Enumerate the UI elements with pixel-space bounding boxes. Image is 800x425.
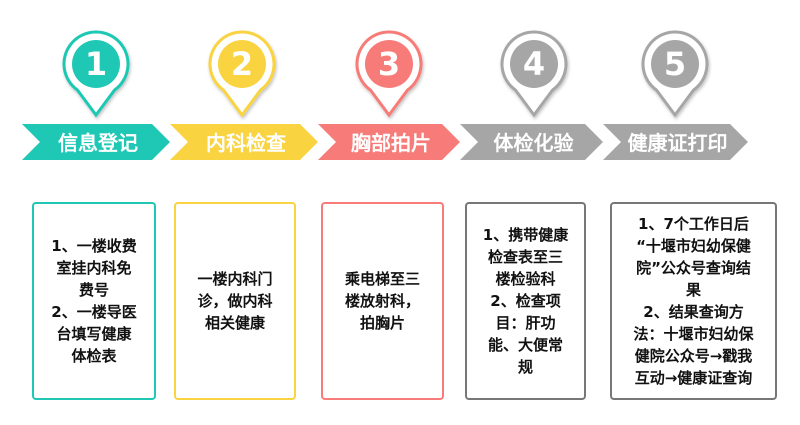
step-number: 2: [231, 45, 253, 83]
step-label: 健康证打印: [628, 131, 728, 155]
step-5-chevron: 健康证打印: [603, 124, 748, 160]
pin-disc: [651, 40, 699, 88]
pin-disc: [72, 40, 120, 88]
step-number: 1: [85, 45, 107, 83]
step-number: 5: [664, 45, 686, 83]
chevron-shape: [460, 124, 603, 160]
chevron-shape: [170, 124, 318, 160]
step-label: 胸部拍片: [351, 131, 431, 155]
step-5-card: 1、7个工作日后 “十堰市妇幼保健 院”公众号查询结 果 2、结果查询方 法：十…: [610, 202, 777, 400]
step-2-chevron: 内科检查: [170, 124, 318, 160]
step-label: 体检化验: [494, 131, 574, 155]
pin-disc: [218, 40, 266, 88]
chevron-shape: [318, 124, 460, 160]
step-3-pin-icon: 3: [355, 30, 423, 118]
step-label: 内科检查: [206, 131, 286, 155]
step-1-chevron: 信息登记: [22, 124, 170, 160]
step-4-card: 1、携带健康 检查表至三 楼检验科 2、检查项 目：肝功 能、大便常 规: [465, 202, 586, 400]
step-detail-text: 一楼内科门 诊，做内科 相关健康: [197, 270, 273, 332]
step-2-card: 一楼内科门 诊，做内科 相关健康: [174, 202, 296, 400]
pin-disc: [510, 40, 558, 88]
step-detail-text: 1、一楼收费 室挂内科免 费号 2、一楼导医 台填写健康 体检表: [51, 237, 137, 365]
step-4-chevron: 体检化验: [460, 124, 603, 160]
step-detail-text: 1、携带健康 检查表至三 楼检验科 2、检查项 目：肝功 能、大便常 规: [482, 226, 569, 376]
step-number: 4: [523, 45, 545, 83]
pin-disc: [365, 40, 413, 88]
step-3-card: 乘电梯至三 楼放射科， 拍胸片: [321, 202, 444, 400]
step-detail-text: 乘电梯至三 楼放射科， 拍胸片: [344, 270, 420, 332]
step-1-pin-icon: 1: [62, 30, 130, 118]
step-3-chevron: 胸部拍片: [318, 124, 460, 160]
step-2-pin-icon: 2: [208, 30, 276, 118]
step-detail-text: 1、7个工作日后 “十堰市妇幼保健 院”公众号查询结 果 2、结果查询方 法：十…: [633, 215, 754, 387]
step-1-card: 1、一楼收费 室挂内科免 费号 2、一楼导医 台填写健康 体检表: [32, 202, 156, 400]
chevron-shape: [603, 124, 748, 160]
step-4-pin-icon: 4: [500, 30, 568, 118]
step-5-pin-icon: 5: [641, 30, 709, 118]
step-number: 3: [378, 45, 400, 83]
chevron-shape: [22, 124, 170, 160]
step-label: 信息登记: [58, 131, 138, 155]
